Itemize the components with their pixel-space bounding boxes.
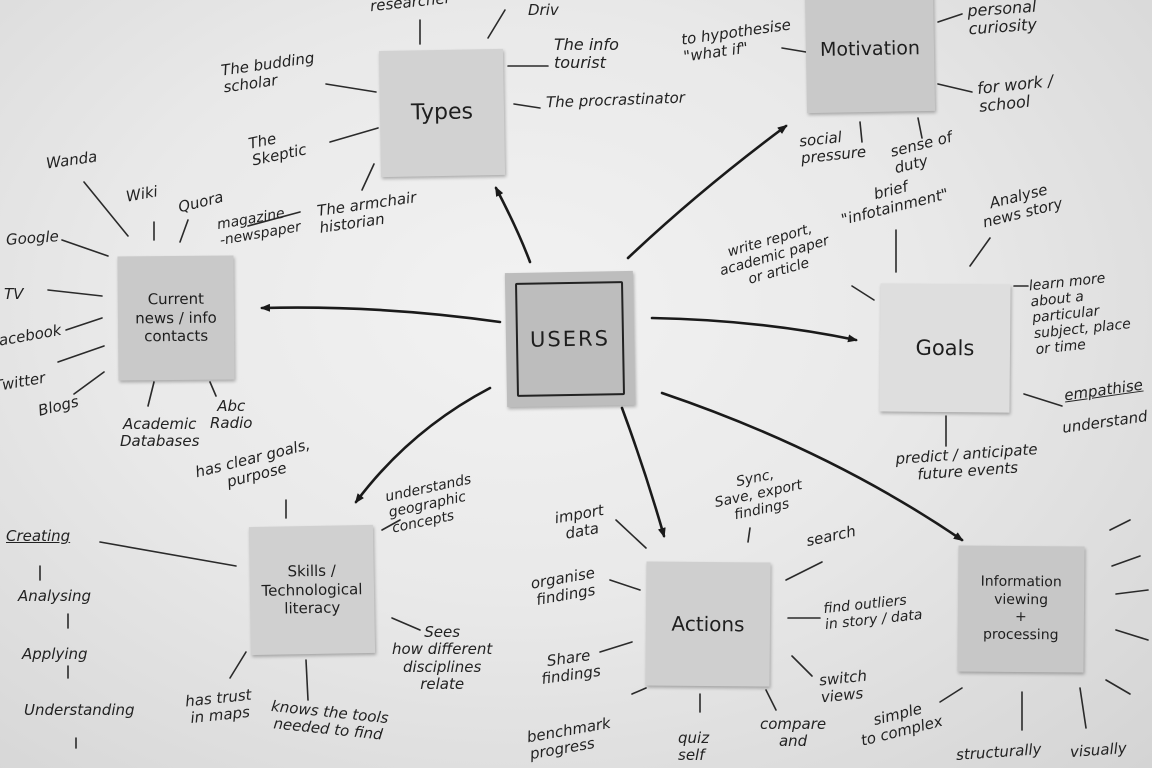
arrow-to-information (660, 391, 964, 542)
information-label: Information viewing + processing (980, 573, 1062, 643)
current-news-label: Current news / info contacts (135, 289, 217, 346)
motivation-note: Motivation (804, 0, 936, 114)
label-google: Google (5, 227, 60, 249)
label-info-tourist: The info tourist (554, 35, 619, 73)
label-quiz-self: quiz self (678, 729, 710, 765)
label-creating: Creating (6, 527, 71, 545)
arrow-to-current-news (260, 303, 502, 324)
arrow-to-motivation (626, 124, 788, 260)
skills-label: Skills / Technological literacy (261, 561, 363, 618)
arrow-to-goals (650, 316, 858, 343)
label-sees-disciplines: Sees how different disciplines relate (392, 623, 493, 693)
label-tv: TV (4, 285, 24, 303)
goals-note: Goals (879, 283, 1011, 413)
label-trust-maps: has trust in maps (184, 685, 253, 728)
actions-label: Actions (671, 611, 745, 636)
users-arrows (260, 124, 964, 542)
label-social-pressure: social pressure (798, 128, 868, 168)
label-analysing: Analysing (18, 587, 92, 605)
arrow-to-actions (620, 406, 666, 538)
label-understanding: Understanding (24, 701, 135, 719)
label-learn-more: learn more about a particular subject, p… (1028, 270, 1132, 359)
skills-note: Skills / Technological literacy (248, 524, 376, 656)
label-academic-databases: Academic Databases (120, 415, 200, 451)
types-note: Types (378, 48, 506, 178)
label-abc-radio: Abc Radio (210, 397, 253, 433)
users-note: USERS (504, 270, 636, 408)
current-news-note: Current news / info contacts (117, 255, 235, 381)
label-personal-curiosity: personal curiosity (966, 0, 1038, 39)
arrow-to-skills (354, 386, 492, 504)
users-label: USERS (529, 326, 611, 352)
label-switch-views: switch views (818, 666, 868, 707)
label-applying: Applying (22, 645, 88, 663)
thin-connectors (39, 9, 1149, 749)
label-compare: compare and (760, 715, 827, 751)
motivation-label: Motivation (819, 37, 921, 61)
arrow-to-types (494, 186, 532, 264)
goals-label: Goals (915, 335, 975, 361)
information-note: Information viewing + processing (957, 545, 1085, 673)
types-label: Types (410, 99, 474, 126)
label-driven: Driv (528, 1, 559, 19)
actions-note: Actions (645, 561, 771, 687)
